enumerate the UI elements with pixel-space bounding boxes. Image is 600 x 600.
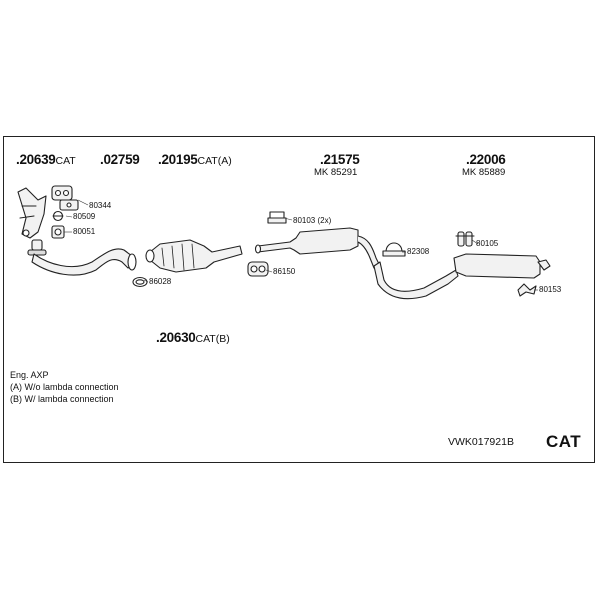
part-label-20630: .20630CAT(B) [156,331,230,345]
bracket-icon [517,283,537,297]
part-number: .02759 [100,152,140,167]
part-number: .20630 [156,330,196,345]
mk-number-85889: MK 85889 [462,167,506,178]
part-suffix: CAT [55,155,76,167]
accessory-80509: 80509 [73,212,96,221]
part-number: .22006 [466,152,506,167]
exhaust-manifold-icon [17,187,47,256]
note-b: (B) W/ lambda connection [10,394,114,404]
note-engine: Eng. AXP [10,370,49,380]
part-label-22006: .22006 [466,153,506,167]
accessory-86028: 86028 [149,277,172,286]
accessory-80051: 80051 [73,227,96,236]
part-label-20639: .20639CAT [16,153,76,167]
bolt-icon [51,225,65,239]
note-a: (A) W/o lambda connection [10,382,119,392]
part-label-21575: .21575 [320,153,360,167]
accessory-80344: 80344 [89,201,112,210]
gasket-ring-icon [132,276,148,288]
part-label-02759: .02759 [100,153,140,167]
silencer-hanger-icon [455,231,475,247]
pipe-clamp-icon [382,242,406,257]
rear-silencer-icon [453,253,551,279]
kit-code: VWK017921B [448,436,514,448]
accessory-86150: 86150 [273,267,296,276]
middle-silencer-icon [254,227,381,269]
accessory-80153: 80153 [539,285,562,294]
accessory-80103: 80103 (2x) [293,216,332,225]
diagram-frame [3,136,595,463]
gasket-icon [51,185,79,211]
part-label-20195: .20195CAT(A) [158,153,232,167]
accessory-80105: 80105 [476,239,499,248]
part-number: .20195 [158,152,198,167]
accessory-82308: 82308 [407,247,430,256]
mk-number-85291: MK 85291 [314,167,358,178]
rubber-hanger-icon [247,261,269,277]
mounting-clamp-icon [267,211,287,224]
part-number: .21575 [320,152,360,167]
part-number: .20639 [16,152,56,167]
catalytic-converter-icon [145,239,243,273]
notes-block: Eng. AXP (A) W/o lambda connection (B) W… [10,369,119,405]
kit-type: CAT [546,432,582,451]
part-suffix: CAT(B) [195,333,230,345]
clamp-icon [52,210,64,222]
part-suffix: CAT(A) [197,155,232,167]
rear-pipe-icon [373,261,459,300]
front-pipe-icon [31,248,137,276]
